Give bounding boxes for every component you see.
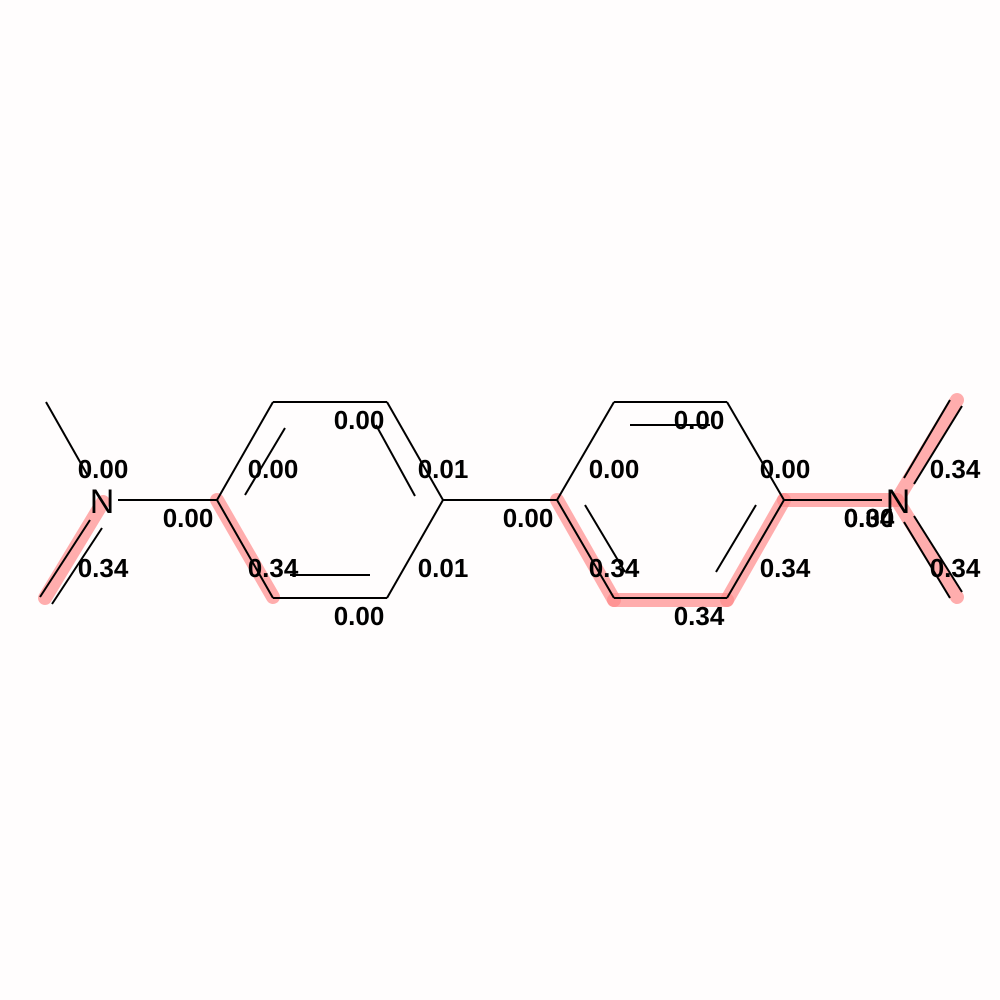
weight-label: 0.00 (674, 405, 725, 435)
bonds (39, 399, 963, 605)
weight-label: 0.00 (78, 454, 129, 484)
bond-n1-ch2-double (51, 527, 103, 605)
weight-label: 0.34 (930, 454, 981, 484)
highlight-n1-methyl (38, 495, 110, 605)
bond-weight-labels: 0.00 0.34 0.00 0.00 0.34 0.00 0.00 0.01 … (78, 405, 981, 631)
bond-ring-a-6 (216, 499, 274, 599)
bond-n2-ch2-bottom-double (913, 515, 963, 593)
bond-ring-b-3 (726, 401, 785, 501)
bond-n2-ch2-top (903, 399, 951, 479)
weight-label: 0.00 (334, 405, 385, 435)
weight-label: 0.34 (248, 553, 299, 583)
bond-ring-a-3-inner (375, 424, 416, 497)
bond-n2-ch2-bottom (903, 521, 951, 599)
weight-label: 0.34 (674, 601, 725, 631)
bond-ring-b-6-inner (584, 504, 626, 573)
weight-label: 0.00 (163, 503, 214, 533)
weight-label: 0.00 (503, 503, 554, 533)
weight-label: 0.34 (589, 553, 640, 583)
bond-n2-ch2-top-double (913, 405, 963, 485)
highlight-n2-ch2-top (890, 393, 964, 507)
bond-ring-a-4 (386, 499, 444, 599)
weight-label: 0.34 (930, 553, 981, 583)
bond-ring-a-1-inner (244, 427, 286, 496)
atom-n-left: N (90, 483, 115, 521)
atom-labels: N N (90, 483, 911, 521)
bond-ring-b-4 (726, 499, 785, 599)
weight-label: 0.34 (78, 553, 129, 583)
weight-label: 0.00 (844, 503, 895, 533)
weight-label: 0.34 (760, 553, 811, 583)
bond-n1-ch2 (39, 519, 91, 598)
weight-label: 0.00 (589, 454, 640, 484)
bond-ring-a-1 (216, 401, 274, 501)
bond-ring-b-6 (556, 499, 615, 599)
bond-methyl-n1 (45, 401, 89, 477)
bond-ring-a-3 (386, 401, 444, 501)
weight-label: 0.01 (418, 454, 469, 484)
bond-ring-b-1 (556, 401, 615, 501)
weight-label: 0.00 (760, 454, 811, 484)
weight-label: 0.00 (334, 601, 385, 631)
weight-label: 0.34 (844, 503, 895, 533)
bond-ring-b-4-inner (715, 504, 757, 573)
atom-n-right: N (886, 483, 911, 521)
weight-label: 0.00 (248, 454, 299, 484)
highlight-n2-ch2-bottom (890, 493, 964, 604)
weight-label: 0.01 (418, 553, 469, 583)
